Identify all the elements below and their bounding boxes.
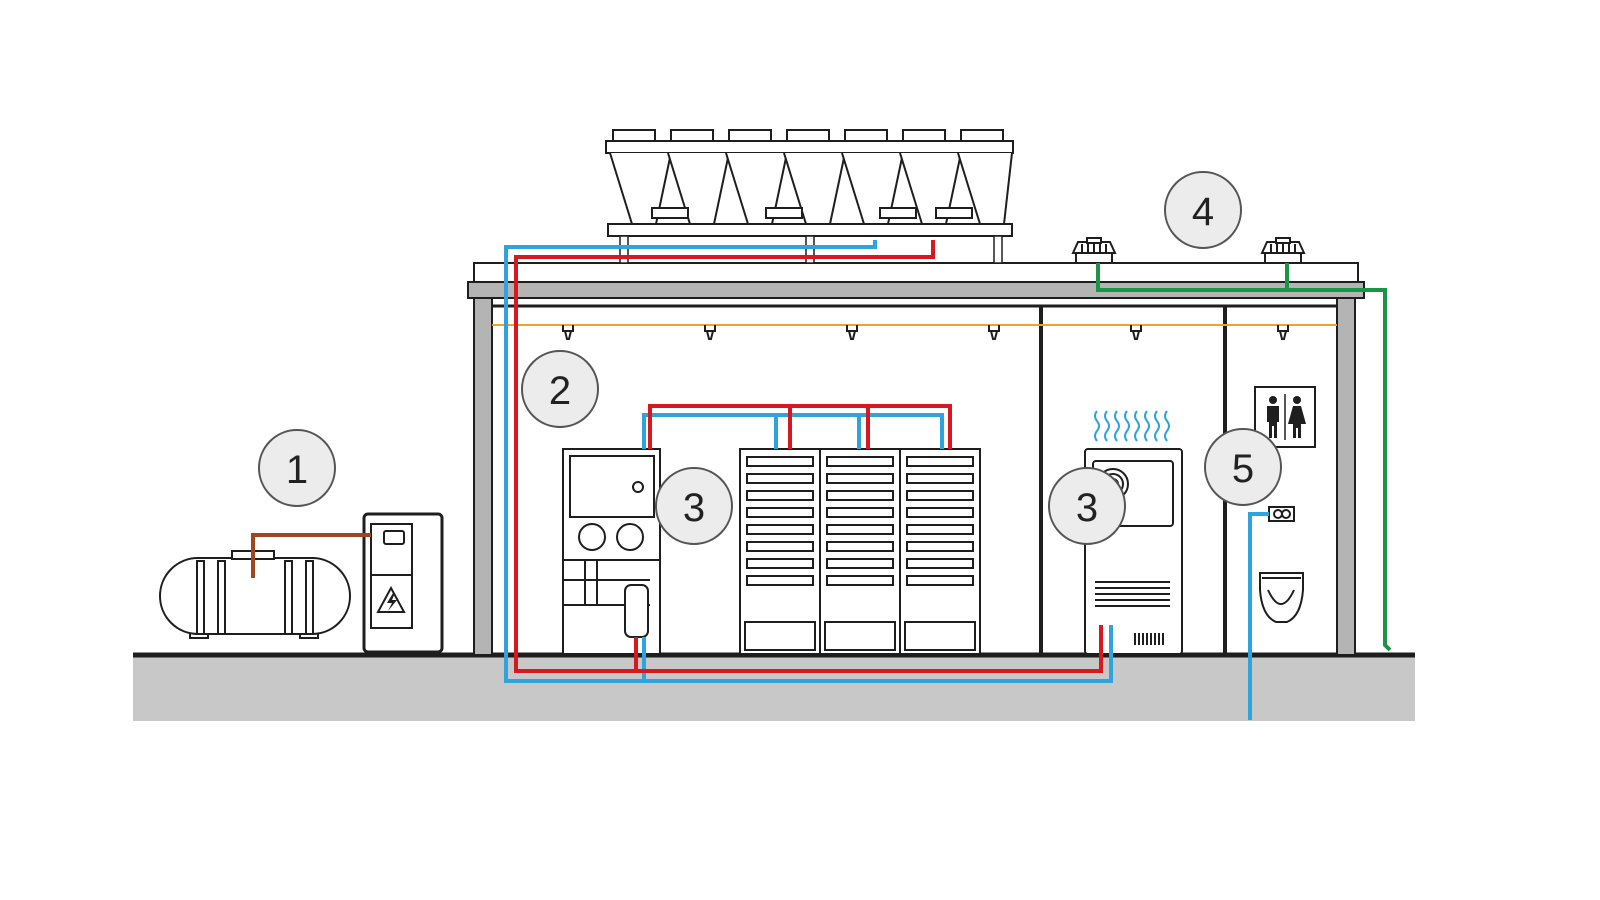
dry-cooler-icon <box>605 129 1014 264</box>
fuel-tank-icon <box>159 550 351 639</box>
sprinkler-icon <box>704 325 716 340</box>
ground-slab <box>133 655 1415 721</box>
sprinkler-icon <box>988 325 1000 340</box>
chiller-unit-icon <box>562 448 661 655</box>
server-rack-icon <box>819 448 901 655</box>
badge-3b: 3 <box>1048 467 1126 545</box>
sprinkler-icon <box>1130 325 1142 340</box>
badge-2: 2 <box>521 350 599 428</box>
badge-1: 1 <box>258 429 336 507</box>
restroom-sign-icon <box>1254 386 1316 448</box>
left-wall <box>473 297 493 656</box>
badge-3a: 3 <box>655 467 733 545</box>
badge-5-label: 5 <box>1232 447 1254 491</box>
badge-4-label: 4 <box>1192 190 1214 234</box>
flush-button-icon <box>1268 506 1295 522</box>
badge-4: 4 <box>1164 171 1242 249</box>
sprinkler-system <box>492 324 1337 340</box>
heat-waves-icon <box>1094 410 1170 442</box>
supply-pipe-network <box>514 240 1103 673</box>
high-voltage-icon <box>376 585 406 613</box>
building <box>467 262 1365 656</box>
roof-fan-icon <box>1071 237 1117 264</box>
badge-5: 5 <box>1204 428 1282 506</box>
badge-1-label: 1 <box>286 448 308 492</box>
return-pipe-network <box>504 240 1269 720</box>
badge-3a-label: 3 <box>683 486 705 530</box>
server-rack-icon <box>739 448 821 655</box>
sprinkler-icon <box>1277 325 1289 340</box>
badge-2-label: 2 <box>549 369 571 413</box>
sprinkler-icon <box>846 325 858 340</box>
drain-pipe <box>1096 263 1392 652</box>
fuel-pipe <box>251 533 371 578</box>
badge-3b-label: 3 <box>1076 486 1098 530</box>
right-wall <box>1336 297 1356 656</box>
sprinkler-icon <box>562 325 574 340</box>
generator-panel-icon <box>362 512 444 654</box>
urinal-icon <box>1259 572 1304 623</box>
server-rack-icon <box>899 448 981 655</box>
roof-fan-icon <box>1260 237 1306 264</box>
roof-top <box>473 262 1359 283</box>
